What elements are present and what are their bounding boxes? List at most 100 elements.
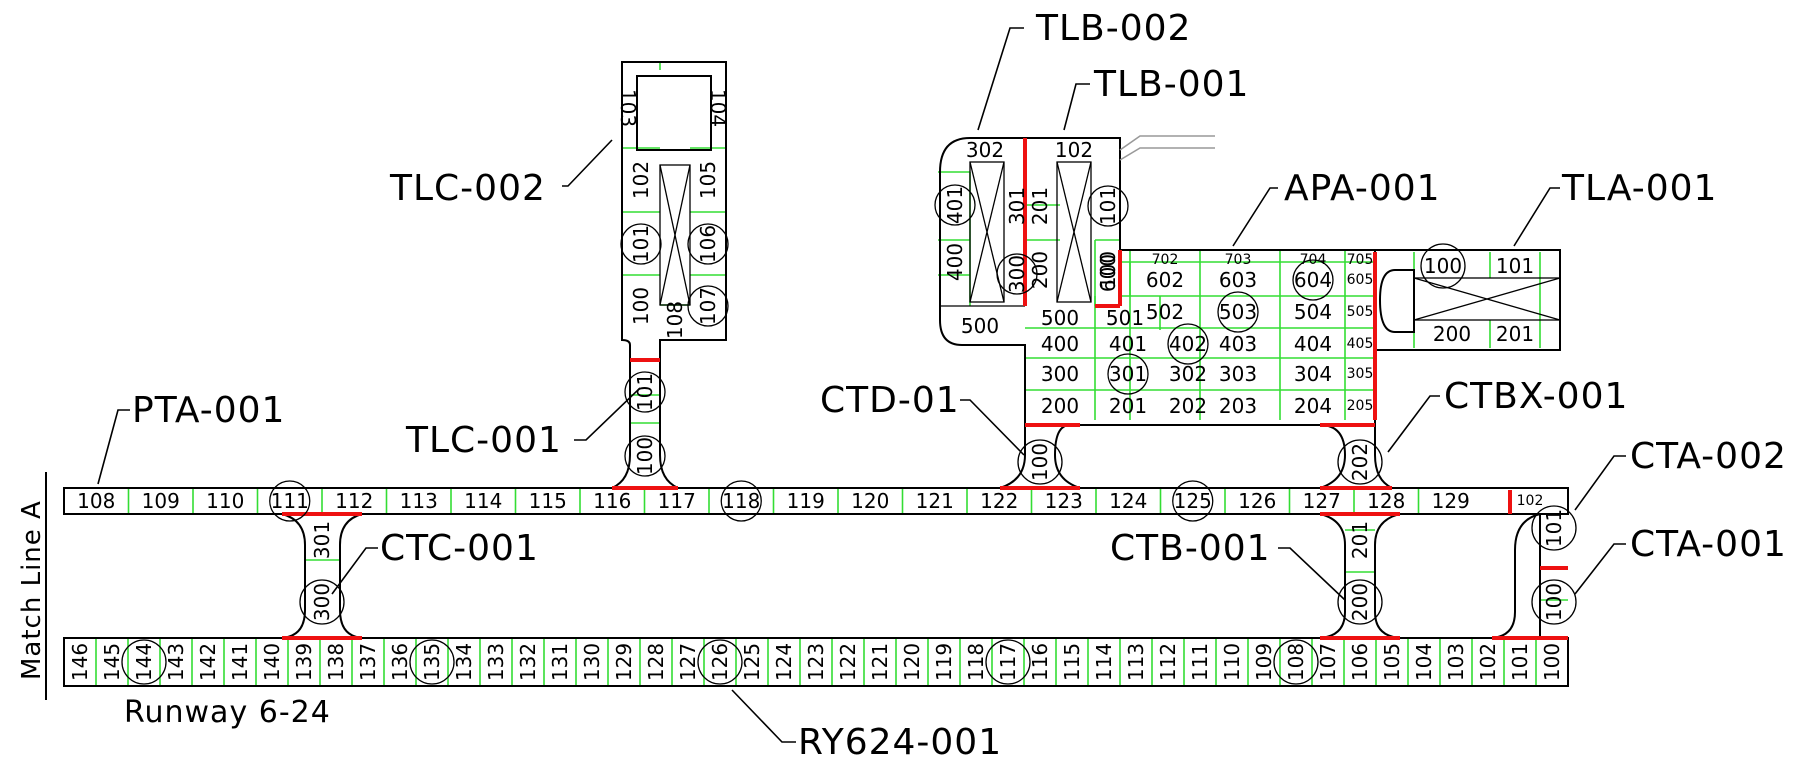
apron-cell: 503 <box>1219 300 1257 324</box>
label-runway: Runway 6-24 <box>124 695 331 730</box>
tlb-cell: 302 <box>966 138 1004 162</box>
runway-cell: 102 <box>1476 643 1500 681</box>
apron-circle <box>1217 291 1259 333</box>
runway-cell: 108 <box>1284 643 1308 681</box>
label-ctb-001: CTB-001 <box>1110 528 1271 569</box>
runway-circle <box>1273 639 1319 685</box>
runway-cell: 145 <box>100 643 124 681</box>
runway-cell: 114 <box>1092 643 1116 681</box>
runway-cell: 138 <box>324 643 348 681</box>
tlb-cell: 200 <box>1028 251 1052 289</box>
runway-cell: 133 <box>484 643 508 681</box>
runway-cell: 119 <box>932 643 956 681</box>
taxiway-a-cell: 108 <box>77 489 115 513</box>
ctc-cell: 300 <box>310 583 334 621</box>
taxiway-a-cell: 118 <box>722 489 760 513</box>
tlb-shelter-a <box>969 161 1005 303</box>
taxiway-a-cell: 102 <box>1517 493 1544 509</box>
runway-cell: 112 <box>1156 643 1180 681</box>
label-pta-001: PTA-001 <box>132 390 285 431</box>
tlc-cell: 105 <box>696 161 720 199</box>
cta-circle <box>1531 579 1577 625</box>
runway-cell: 129 <box>612 643 636 681</box>
runway-cell: 126 <box>708 643 732 681</box>
label-tlc-001: TLC-001 <box>405 420 562 461</box>
taxiway-a-cell: 113 <box>400 489 438 513</box>
label-ctd-01: CTD-01 <box>820 380 960 421</box>
label-ry624-001: RY624-001 <box>798 722 1002 760</box>
runway-cell: 134 <box>452 643 476 681</box>
ctb-cell: 200 <box>1348 583 1372 621</box>
taxiway-a-cell: 122 <box>980 489 1018 513</box>
runway-cell: 125 <box>740 643 764 681</box>
taxiway-a-cell: 115 <box>529 489 567 513</box>
tlc-cell: 107 <box>696 287 720 325</box>
label-match-line: Match Line A <box>17 500 47 680</box>
taxiway-a-cell: 126 <box>1238 489 1276 513</box>
ctb-circle <box>1337 579 1383 625</box>
label-apa-001: APA-001 <box>1284 168 1441 209</box>
taxiway-a-cell: 109 <box>142 489 180 513</box>
tlb-cell: 300 <box>1005 255 1029 293</box>
runway-cell: 107 <box>1316 643 1340 681</box>
apron-cell: 201 <box>1109 394 1147 418</box>
cta-circle <box>1531 505 1577 551</box>
tlc-stem-cell: 101 <box>633 373 657 411</box>
tlc-cell: 100 <box>629 287 653 325</box>
apron-cell: 605 <box>1347 272 1374 288</box>
tlc-cell: 108 <box>663 301 687 339</box>
runway-cell: 105 <box>1380 643 1404 681</box>
apron-cell: 604 <box>1294 268 1332 292</box>
tlc-cell: 103 <box>616 89 640 127</box>
tlc-circle <box>620 223 662 265</box>
apron-cell: 204 <box>1294 394 1332 418</box>
runway-circle <box>409 639 455 685</box>
apron-cell: 504 <box>1294 300 1332 324</box>
tlb-circle <box>934 184 976 226</box>
apron-cell: 500 <box>1041 306 1079 330</box>
taxiway-a-cell: 117 <box>658 489 696 513</box>
runway-cell: 141 <box>228 643 252 681</box>
apron-cell: 205 <box>1347 398 1374 414</box>
apron-cell: 305 <box>1347 366 1374 382</box>
runway-cell: 142 <box>196 643 220 681</box>
runway-cell: 124 <box>772 643 796 681</box>
boundary-lines <box>282 138 1568 640</box>
tlc-stem-cell: 100 <box>633 437 657 475</box>
apron-cell: 502 <box>1146 300 1184 324</box>
label-tla-001: TLA-001 <box>1561 168 1717 209</box>
apron-cell: 303 <box>1219 362 1257 386</box>
ctbx-connector <box>1053 420 1393 489</box>
runway-cell: 146 <box>68 643 92 681</box>
taxiway-a-cell: 125 <box>1174 489 1212 513</box>
runway-circle <box>985 639 1031 685</box>
apron-cell: 300 <box>1041 362 1079 386</box>
apron-cell: 402 <box>1169 332 1207 356</box>
apron-cell: 405 <box>1347 336 1374 352</box>
ctbx-circle <box>1337 439 1383 485</box>
taxiway-a-cell: 123 <box>1045 489 1083 513</box>
apron-cell: 703 <box>1225 252 1252 268</box>
ctb-connector <box>1319 513 1401 639</box>
tla-circle <box>1420 243 1466 289</box>
cta-connector <box>1491 513 1541 639</box>
apron-cell: 203 <box>1219 394 1257 418</box>
apron-cell: 404 <box>1294 332 1332 356</box>
taxiway-a-cell: 112 <box>335 489 373 513</box>
runway-cell: 100 <box>1540 643 1564 681</box>
circled-cells <box>121 184 1577 685</box>
ctc-cell: 301 <box>310 521 334 559</box>
apron-circle <box>1107 353 1149 395</box>
taxiway-a-circle <box>1172 480 1214 522</box>
runway-cell: 111 <box>1188 643 1212 681</box>
runway-cell: 136 <box>388 643 412 681</box>
runway-cell: 118 <box>964 643 988 681</box>
label-tlb-001: TLB-001 <box>1093 64 1249 105</box>
taxiway-a-cell: 127 <box>1303 489 1341 513</box>
apron-cell: 400 <box>1041 332 1079 356</box>
runway-cell: 139 <box>292 643 316 681</box>
